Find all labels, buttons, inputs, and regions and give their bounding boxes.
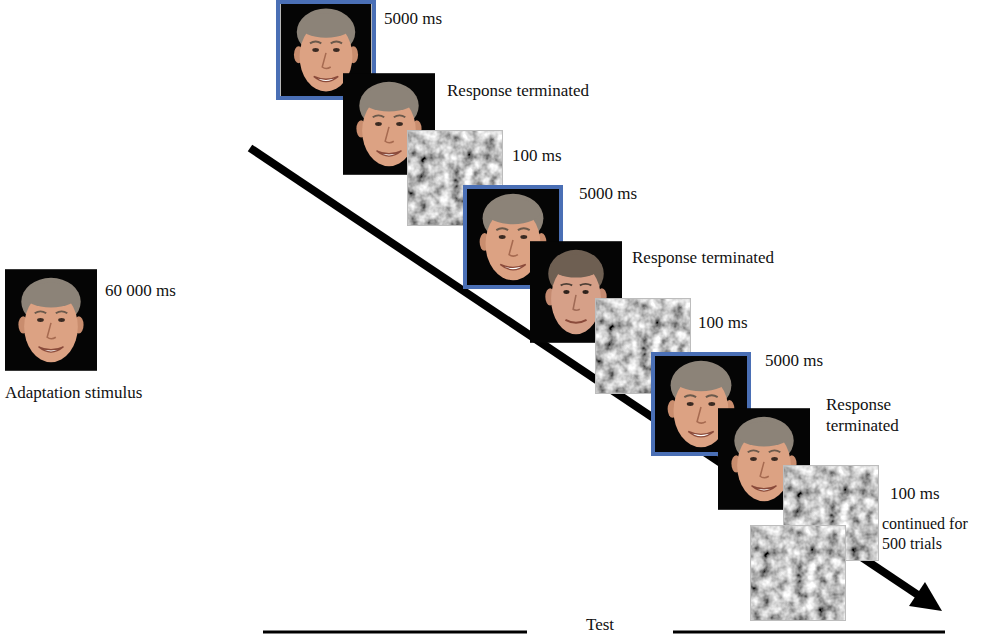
duration-label: 100 ms (698, 312, 748, 333)
trial-count-note: continued for 500 trials (882, 514, 986, 554)
duration-label: 60 000 ms (105, 280, 176, 301)
test-bracket (673, 631, 945, 634)
duration-label: 100 ms (890, 483, 940, 504)
duration-label: 5000 ms (579, 183, 637, 204)
duration-label: 5000 ms (384, 8, 442, 29)
test-bracket (263, 631, 527, 634)
noise-mask (750, 525, 846, 621)
response-label: Response terminated (826, 394, 926, 437)
response-label: Response terminated (447, 80, 589, 101)
duration-label: 100 ms (512, 145, 562, 166)
stimulus-caption: Adaptation stimulus (5, 382, 142, 403)
adaptation-face (5, 269, 97, 371)
phase-label: Test (583, 614, 617, 635)
response-label: Response terminated (632, 247, 774, 268)
duration-label: 5000 ms (765, 350, 823, 371)
